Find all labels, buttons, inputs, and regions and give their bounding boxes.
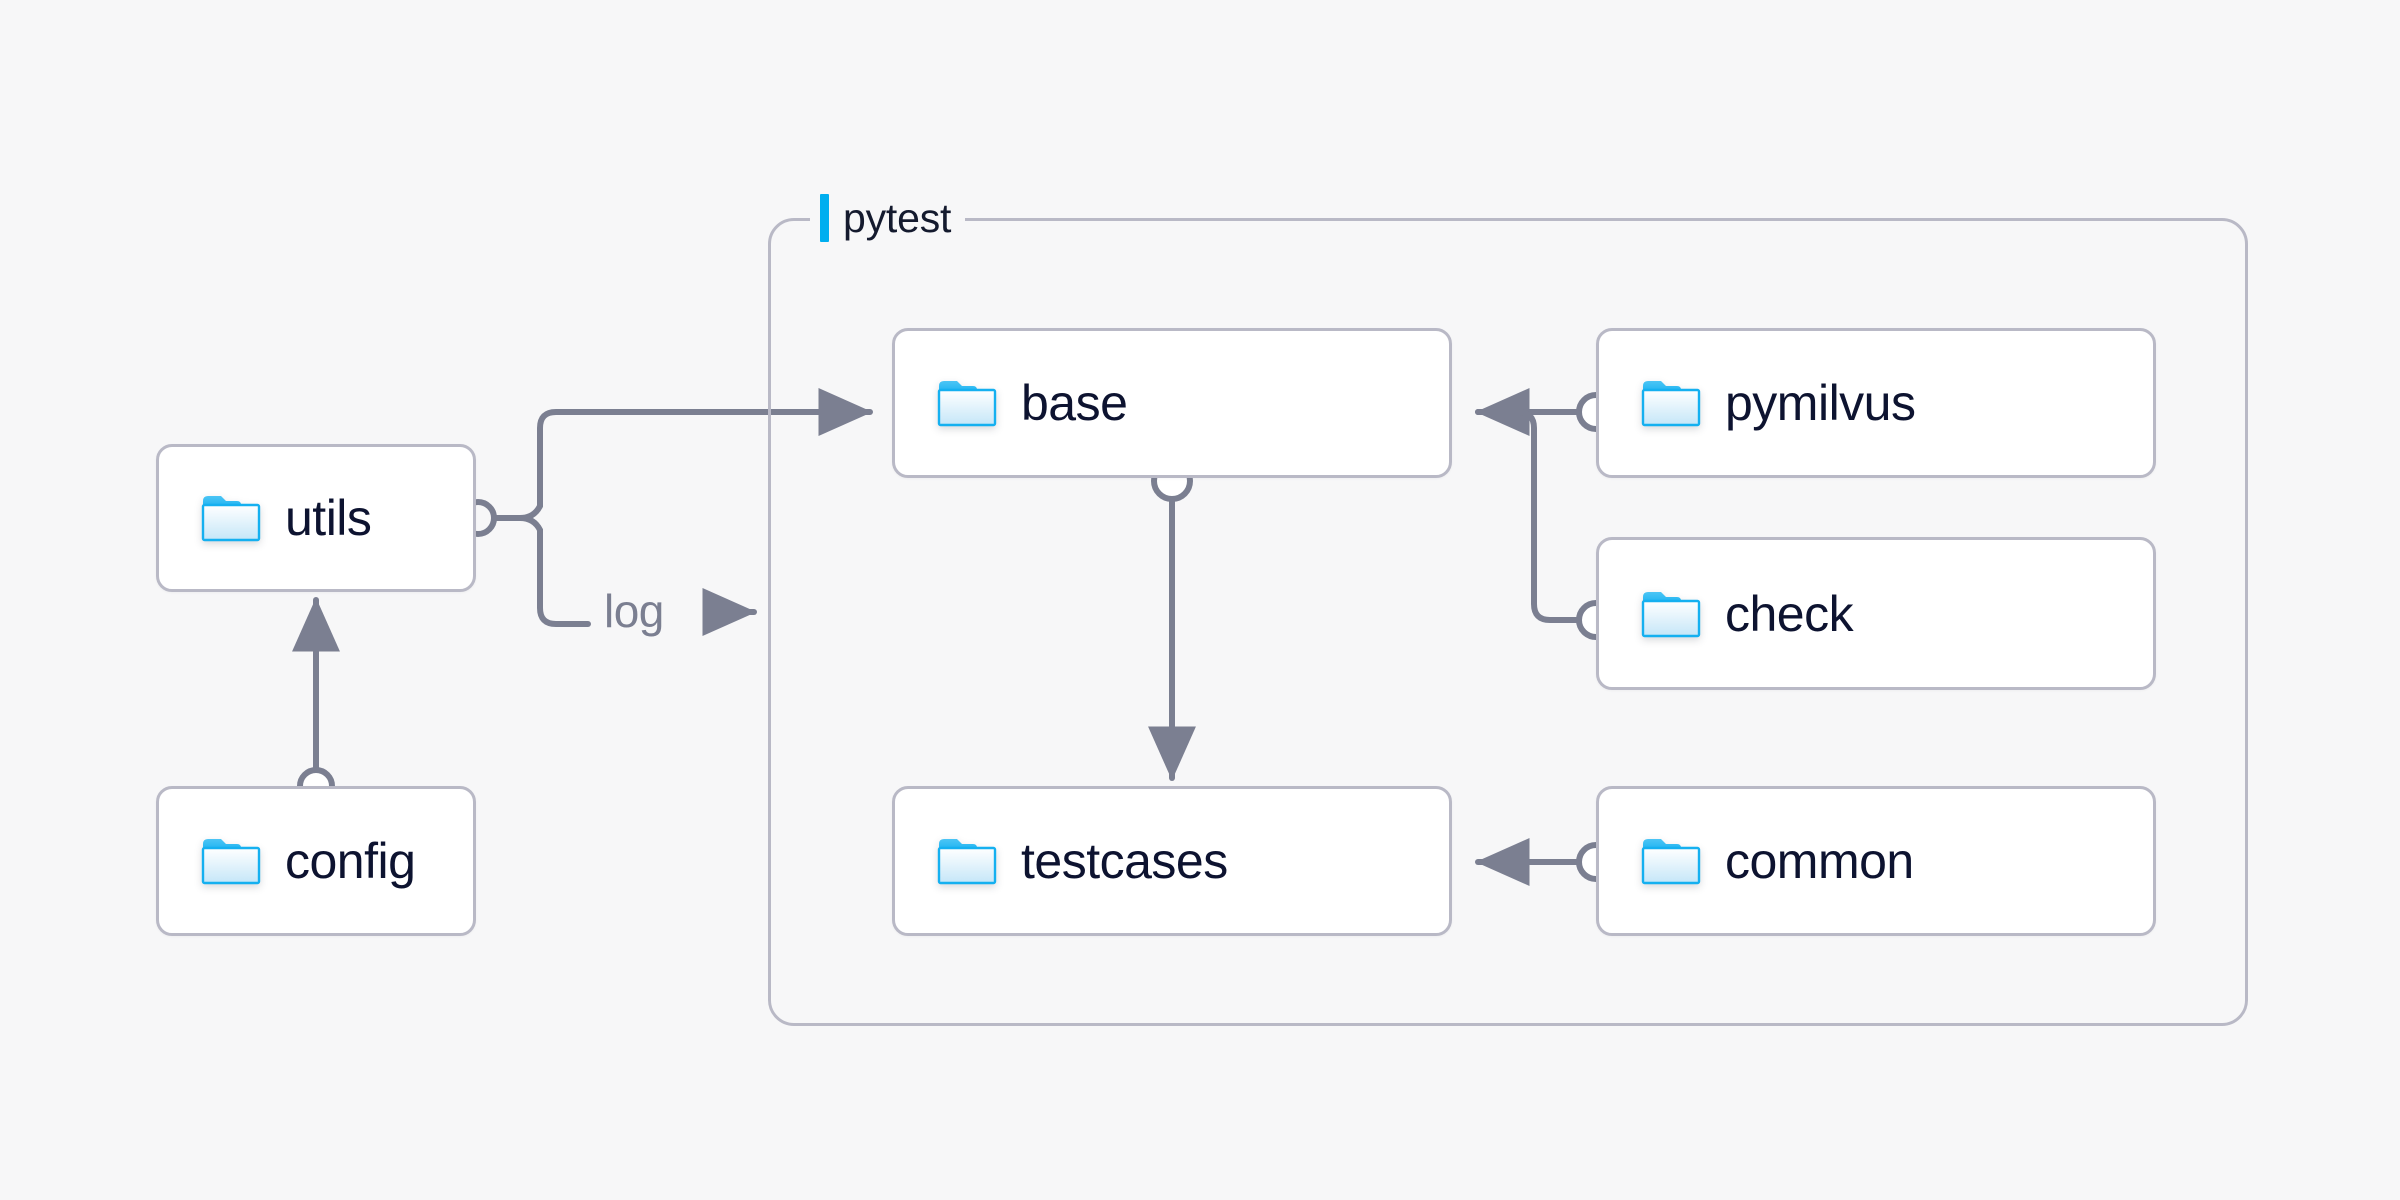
group-container-pytest[interactable] [768,218,2248,1026]
group-label-pytest: pytest [810,190,966,246]
edge-label-log: log [604,585,664,637]
node-label: utils [285,490,372,546]
node-label: config [285,833,416,889]
accent-bar-icon [820,194,829,242]
node-label: check [1725,585,1854,642]
folder-icon [937,839,997,885]
folder-icon [1641,381,1701,427]
folder-icon [201,496,261,542]
folder-icon [201,839,261,885]
folder-icon [1641,839,1701,885]
node-label: common [1725,833,1914,889]
node-label: base [1021,375,1128,431]
node-base[interactable]: base [892,328,1452,478]
node-testcases[interactable]: testcases [892,786,1452,936]
node-label: pymilvus [1725,375,1916,431]
folder-icon [937,381,997,427]
node-label: testcases [1021,833,1228,889]
node-check[interactable]: check [1596,537,2156,690]
node-common[interactable]: common [1596,786,2156,936]
node-pymilvus[interactable]: pymilvus [1596,328,2156,478]
folder-icon [1641,591,1701,637]
group-title: pytest [843,194,952,241]
node-config[interactable]: config [156,786,476,936]
node-utils[interactable]: utils [156,444,476,592]
